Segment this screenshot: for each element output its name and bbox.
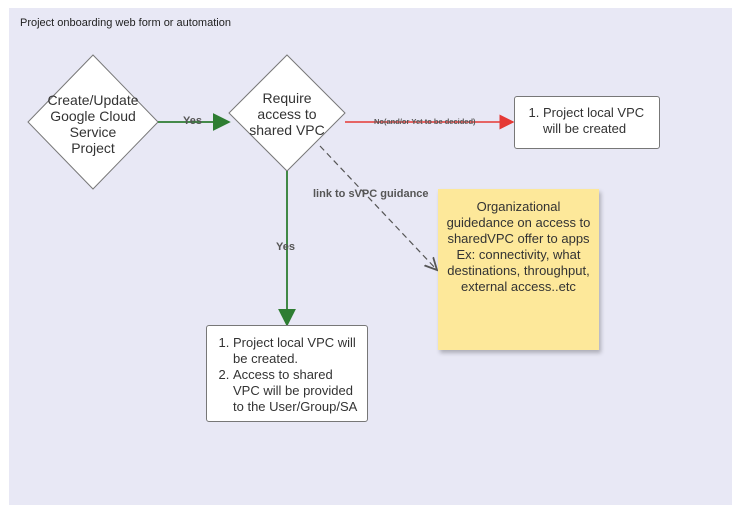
shared-vpc-box[interactable]: Project local VPC will be created. Acces… <box>206 325 368 422</box>
start-label: Create/Update Google Cloud Service Proje… <box>47 92 139 156</box>
local-vpc-item: Project local VPC will be created <box>543 105 653 137</box>
edge-label-start-yes: Yes <box>183 115 202 127</box>
sticky-line-2: Ex: connectivity, what destinations, thr… <box>447 247 590 294</box>
edge-label-decision-yes: Yes <box>276 241 295 253</box>
edge-label-decision-no: No(and/or Yet to be decided) <box>374 117 476 126</box>
shared-vpc-item-2: Access to shared VPC will be provided to… <box>233 367 361 415</box>
start-diamond[interactable] <box>27 54 159 190</box>
guidance-sticky-note[interactable]: Organizational guidedance on access to s… <box>438 189 599 350</box>
edge-guidance-link <box>319 145 437 270</box>
edge-label-guidance-link: link to sVPC guidance <box>313 188 429 200</box>
frame-title: Project onboarding web form or automatio… <box>20 17 231 29</box>
decision-label: Require access to shared VPC <box>249 90 325 138</box>
local-vpc-box[interactable]: Project local VPC will be created <box>514 96 660 149</box>
shared-vpc-item-1: Project local VPC will be created. <box>233 335 361 367</box>
diagram-frame <box>9 8 732 505</box>
sticky-line-1: Organizational guidedance on access to s… <box>446 199 591 246</box>
